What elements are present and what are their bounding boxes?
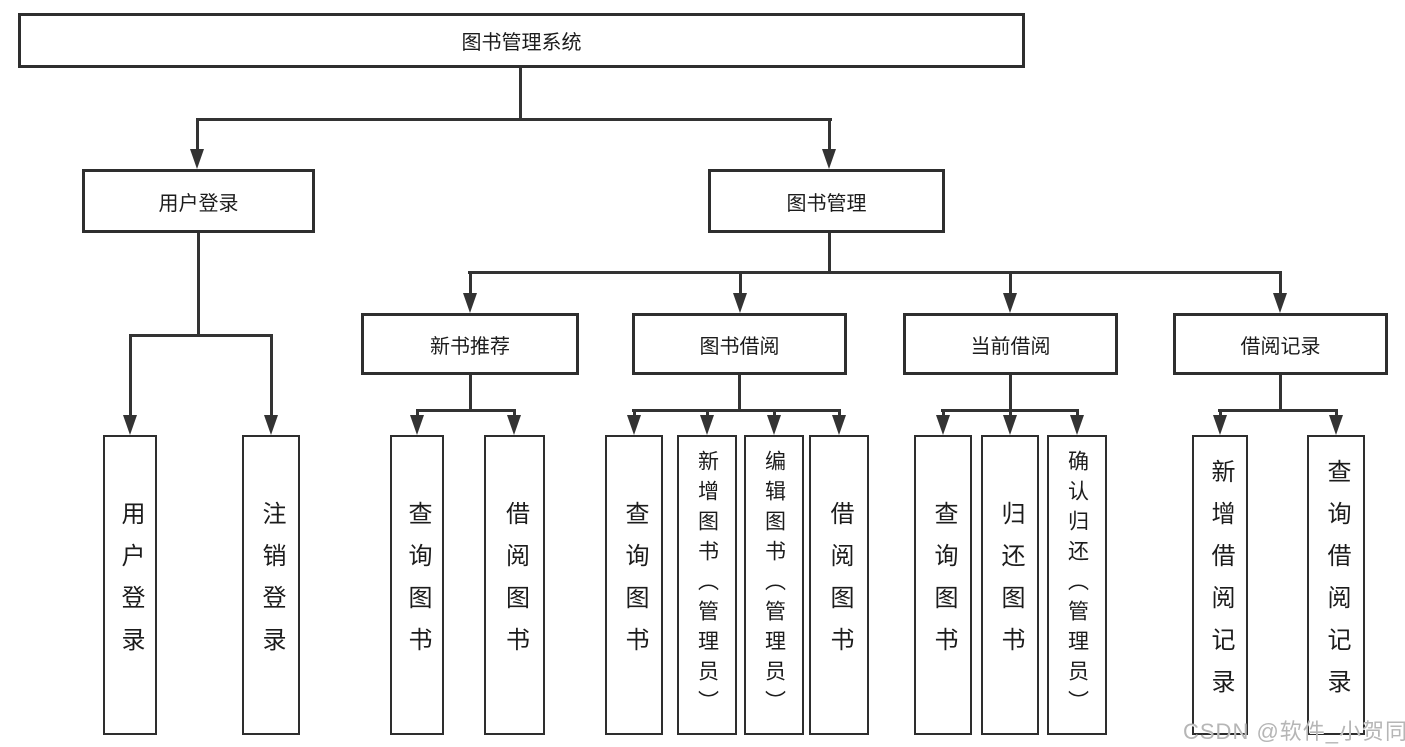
watermark: CSDN @软件_小贺同学 [1183,719,1405,744]
node-current-borrowing: 当前借阅 [903,313,1118,375]
leaf-borrow-books: 借阅图书 [809,435,869,735]
leaf-label: 新增图书（管理员） [695,450,719,720]
leaf-edit-book-admin: 编辑图书（管理员） [744,435,804,735]
arrowhead-down [410,415,424,435]
connector-arrow-shaft [416,409,419,419]
leaf-add-book-admin: 新增图书（管理员） [677,435,737,735]
connector-arrow-shaft [739,271,742,295]
leaf-borrow-books-recommend: 借阅图书 [484,435,545,735]
connector-stem [738,375,741,412]
arrowhead-down [123,415,137,435]
connector-arrow-shaft [1009,271,1012,295]
leaf-label: 编辑图书（管理员） [762,450,786,720]
arrowhead-down [1070,415,1084,435]
connector-arrow-shaft [942,409,945,419]
leaf-query-borrow-record: 查询借阅记录 [1307,435,1365,735]
connector-arrow-shaft [129,334,132,417]
leaf-label: 借阅图书 [501,501,529,669]
leaf-confirm-return-admin: 确认归还（管理员） [1047,435,1107,735]
leaf-label: 用户登录 [117,501,144,669]
connector-stem [469,375,472,412]
leaf-label: 查询图书 [930,501,957,669]
node-book-management: 图书管理 [708,169,945,233]
arrowhead-down [627,415,641,435]
arrowhead-down [822,149,836,169]
connector-book-mgmt-stem [828,233,831,273]
node-label: 借阅记录 [1240,335,1321,358]
arrowhead-down [264,415,278,435]
connector-arrow-shaft [1009,409,1012,419]
leaf-add-borrow-record: 新增借阅记录 [1192,435,1248,735]
leaf-label: 归还图书 [997,501,1024,669]
arrowhead-down [1273,293,1287,313]
connector-arrow-shaft [838,409,841,419]
connector-arrow-shaft [1335,409,1338,419]
connector-arrow-shaft [706,409,709,419]
arrowhead-down [463,293,477,313]
connector-user-login-stem [197,233,200,337]
node-label: 当前借阅 [970,335,1051,358]
leaf-label: 借阅图书 [826,501,853,669]
connector-arrow-shaft [196,118,199,151]
arrowhead-down [1003,415,1017,435]
arrowhead-down [832,415,846,435]
leaf-label: 查询图书 [621,501,648,669]
connector-level3-branch [468,271,1282,274]
leaf-label: 新增借阅记录 [1207,459,1234,711]
node-label: 图书管理 [786,192,867,215]
arrowhead-down [507,415,521,435]
leaf-label: 注销登录 [258,501,285,669]
connector-arrow-shaft [773,409,776,419]
arrowhead-down [190,149,204,169]
leaf-label: 查询借阅记录 [1323,459,1350,711]
arrowhead-down [936,415,950,435]
arrowhead-down [1329,415,1343,435]
node-book-borrowing: 图书借阅 [632,313,847,375]
arrowhead-down [1213,415,1227,435]
leaf-label: 查询图书 [404,501,431,669]
node-label: 图书借阅 [699,335,780,358]
connector-arrow-shaft [469,271,472,295]
leaf-query-books-borrowing: 查询图书 [605,435,663,735]
node-label: 图书管理系统 [461,32,582,54]
node-label: 新书推荐 [430,335,510,358]
leaf-user-login: 用户登录 [103,435,157,735]
connector-level2-branch [196,118,832,121]
connector-stem [1009,375,1012,412]
arrowhead-down [733,293,747,313]
connector-root-stem [519,68,522,120]
arrowhead-down [1003,293,1017,313]
leaf-query-books-current: 查询图书 [914,435,972,735]
connector-arrow-shaft [828,118,831,151]
leaf-query-books-recommend: 查询图书 [390,435,444,735]
connector-arrow-shaft [270,334,273,417]
connector-branch [632,409,840,412]
connector-user-login-branch [129,334,273,337]
connector-branch [1218,409,1337,412]
connector-arrow-shaft [1279,271,1282,295]
connector-arrow-shaft [633,409,636,419]
connector-arrow-shaft [1076,409,1079,419]
node-label: 用户登录 [158,192,239,215]
leaf-label: 确认归还（管理员） [1065,450,1089,720]
connector-arrow-shaft [1219,409,1222,419]
node-user-login: 用户登录 [82,169,315,233]
connector-stem [1279,375,1282,412]
arrowhead-down [700,415,714,435]
node-borrowing-records: 借阅记录 [1173,313,1388,375]
leaf-logout: 注销登录 [242,435,300,735]
leaf-return-book: 归还图书 [981,435,1039,735]
arrowhead-down [767,415,781,435]
node-new-book-recommend: 新书推荐 [361,313,579,375]
node-library-management-system: 图书管理系统 [18,13,1025,68]
connector-branch [416,409,516,412]
connector-arrow-shaft [513,409,516,419]
